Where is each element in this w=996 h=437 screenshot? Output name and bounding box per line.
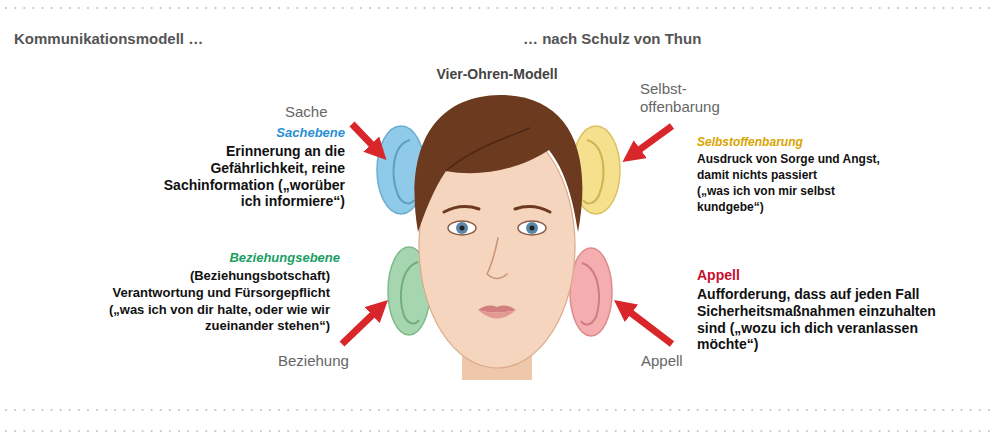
level-text: Ausdruck von Sorge und Angst, damit nich… bbox=[697, 152, 887, 183]
level-heading: Sachebene bbox=[276, 125, 345, 141]
level-text: Erinnerung an die Gefährlichkeit, reine … bbox=[160, 143, 345, 210]
level-heading: Selbstoffenbarung bbox=[697, 135, 803, 149]
hair-strand bbox=[446, 128, 530, 171]
dotted-rule bbox=[6, 409, 990, 411]
eye bbox=[448, 221, 476, 235]
pointer-arrow bbox=[628, 311, 672, 344]
ear-label: Appell bbox=[641, 352, 683, 370]
level-text: (Beziehungsbotschaft) bbox=[190, 268, 330, 284]
level-heading: Appell bbox=[697, 267, 740, 284]
level-text: („was ich von dir halte, oder wie wir zu… bbox=[58, 302, 330, 335]
pointer-arrow bbox=[352, 124, 374, 147]
slide-title: … nach Schulz von Thun bbox=[523, 30, 701, 48]
nose bbox=[487, 238, 507, 279]
dotted-rule bbox=[6, 7, 990, 9]
pointer-arrow bbox=[342, 312, 375, 344]
hair bbox=[414, 95, 582, 232]
eyebrow bbox=[515, 207, 550, 212]
diagram-title: Vier-Ohren-Modell bbox=[436, 66, 557, 83]
eye bbox=[518, 221, 546, 235]
dotted-rule bbox=[6, 430, 990, 432]
ear-pink bbox=[570, 248, 612, 336]
ear-label: Sache bbox=[285, 103, 328, 121]
eyebrow bbox=[444, 207, 479, 212]
level-text: Aufforderung, dass auf jeden Fall Sicher… bbox=[697, 286, 949, 353]
level-text: („was ich von mir selbst kundgebe“) bbox=[697, 184, 887, 215]
pointer-arrow bbox=[637, 126, 672, 152]
ear-label: Selbst- offenbarung bbox=[640, 80, 740, 116]
slide-title: Kommunikationsmodell … bbox=[14, 30, 203, 48]
level-text: Verantwortung und Fürsorgepflicht bbox=[113, 285, 330, 301]
level-heading: Beziehungsebene bbox=[229, 250, 340, 266]
lower-lip bbox=[478, 310, 516, 319]
ear-label: Beziehung bbox=[278, 352, 349, 370]
